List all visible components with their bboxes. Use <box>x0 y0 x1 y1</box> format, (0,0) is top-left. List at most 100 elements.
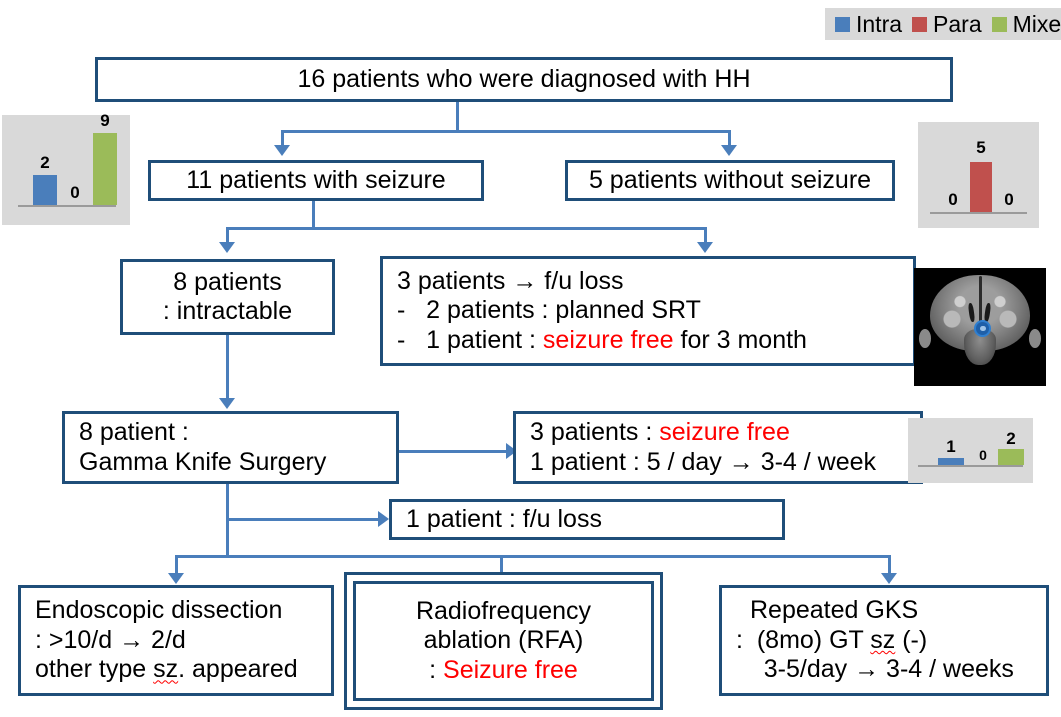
chart-with-seizure-subtypes: 2 0 9 <box>2 111 130 225</box>
box-gks-fu-loss: 1 patient : f/u loss <box>389 499 785 540</box>
chart2-bar-para <box>970 162 992 212</box>
chart2-baseline <box>930 212 1027 214</box>
chart3-bar-intra <box>938 458 964 465</box>
box-intractable: 8 patients : intractable <box>120 259 335 335</box>
box-rfa-line1: Radiofrequency <box>415 596 592 625</box>
chart-gks-outcome-subtypes: 1 0 2 <box>908 418 1033 483</box>
chart-without-seizure-subtypes: 0 5 0 <box>918 122 1039 228</box>
box-endoscopic-line3: other type sz. appeared <box>35 655 298 685</box>
connector-seizure-stem <box>312 200 315 229</box>
chart2-plot: 0 5 0 <box>918 122 1039 228</box>
connector-seizure-left-drop <box>226 227 229 244</box>
box-without-seizure: 5 patients without seizure <box>565 160 895 201</box>
box-fu-loss-line3-highlight: seizure free <box>542 325 674 354</box>
box-endoscopic-line3-misspelled: sz <box>153 655 179 684</box>
connector-top-left-drop <box>281 130 284 147</box>
box-total-patients: 16 patients who were diagnosed with HH <box>95 57 953 102</box>
box-gks-outcome-line2: 1 patient : 5 / day → 3-4 / week <box>530 447 877 476</box>
box-fu-loss-line1: 3 patients → f/u loss <box>397 266 624 295</box>
box-intractable-line1: 8 patients <box>173 267 282 296</box>
box-total-patients-text: 16 patients who were diagnosed with HH <box>297 64 751 93</box>
box-repeated-gks-line2-suffix: (-) <box>895 625 928 654</box>
coronal-mri-thumbnail <box>914 268 1046 386</box>
box-endoscopic-line3-suffix: . appeared <box>178 655 298 684</box>
box-fu-loss-line2: - 2 patients : planned SRT <box>397 296 701 325</box>
chart1-bar-intra <box>33 175 57 205</box>
connector-bottom-right-drop <box>888 555 891 575</box>
box-repeated-gks-line2-prefix: : (8mo) GT <box>736 625 871 654</box>
connector-arrow-to-repeated-gks <box>881 573 897 584</box>
chart1-value-intra: 2 <box>40 153 50 172</box>
connector-seizure-split <box>226 227 707 230</box>
mri-lesion-marker-icon <box>974 319 992 337</box>
mri-interhemispheric-fissure <box>979 276 982 326</box>
chart1-value-para: 0 <box>70 183 80 202</box>
connector-bottom-left-drop <box>175 555 178 575</box>
chart3-value-mixed: 2 <box>1006 429 1016 448</box>
box-fu-loss-line3: - 1 patient : seizure free for 3 month <box>397 326 807 356</box>
connector-arrow-to-gks-fu-loss <box>378 511 389 527</box>
mri-right-temporal-bone <box>1028 329 1041 349</box>
chart2-value-mixed: 0 <box>1004 190 1014 209</box>
connector-intractable-to-gks <box>226 334 229 402</box>
box-repeated-gks-line2-misspelled: sz <box>870 625 896 654</box>
connector-top-split <box>281 130 731 133</box>
box-repeated-gks-line1: Repeated GKS <box>750 596 919 625</box>
connector-arrow-to-without-seizure <box>721 145 737 156</box>
connector-gks-to-outcome <box>396 450 511 453</box>
box-endoscopic-line2: : >10/d → 2/d <box>35 625 186 654</box>
connector-gks-to-fu-loss <box>226 518 382 521</box>
chart3-plot: 1 0 2 <box>908 418 1033 483</box>
legend-label-intra: Intra <box>856 10 903 37</box>
chart1-bar-mixed <box>93 133 117 205</box>
chart1-plot: 2 0 9 <box>2 111 130 225</box>
box-gks-outcome: 3 patients : seizure free 1 patient : 5 … <box>513 411 923 484</box>
chart1-value-mixed: 9 <box>100 111 110 130</box>
box-rfa-line2: ablation (RFA) <box>423 626 584 655</box>
legend-item-para: Para <box>912 11 982 38</box>
legend-item-mixed: Mixed <box>991 10 1061 38</box>
box-repeated-gks-line3: 3-5/day → 3-4 / weeks <box>736 655 1014 684</box>
box-intractable-line2: : intractable <box>162 297 293 325</box>
chart3-value-intra: 1 <box>946 437 956 456</box>
connector-arrow-to-gks <box>219 398 235 409</box>
box-repeated-gks: Repeated GKS : (8mo) GT sz (-) 3-5/day →… <box>719 585 1049 696</box>
box-rfa-line3: : Seizure free <box>429 656 578 686</box>
box-endoscopic-dissection: Endoscopic dissection : >10/d → 2/d othe… <box>18 585 334 696</box>
box-fu-loss: 3 patients → f/u loss - 2 patients : pla… <box>380 256 916 366</box>
chart3-value-para: 0 <box>979 447 987 463</box>
chart3-baseline <box>918 465 1023 467</box>
connector-arrow-to-gks-outcome <box>506 443 517 459</box>
legend-label-mixed: Mixed <box>1012 10 1061 37</box>
box-radiofrequency-ablation: Radiofrequency ablation (RFA) : Seizure … <box>353 581 654 701</box>
legend-label-para: Para <box>933 10 982 37</box>
legend-item-intra: Intra <box>835 11 902 38</box>
connector-seizure-right-drop <box>704 227 707 244</box>
chart1-baseline <box>18 205 116 207</box>
legend-swatch-mixed <box>991 16 1007 32</box>
box-gks-line2: Gamma Knife Surgery <box>79 447 327 476</box>
connector-arrow-to-fu-loss <box>697 242 713 253</box>
box-fu-loss-line3-suffix: for 3 month <box>673 325 807 354</box>
box-rfa-line3-highlight: Seizure free <box>443 655 578 684</box>
box-endoscopic-line1: Endoscopic dissection <box>35 596 283 625</box>
box-gks-outcome-line1: 3 patients : seizure free <box>530 418 790 448</box>
legend-swatch-para <box>912 16 928 32</box>
subtype-legend: Intra Para Mixed <box>825 8 1061 40</box>
chart2-value-para: 5 <box>976 138 986 157</box>
connector-arrow-to-intractable <box>219 242 235 253</box>
connector-arrow-to-with-seizure <box>274 145 290 156</box>
chart2-value-intra: 0 <box>948 190 958 209</box>
box-gks-outcome-line1-prefix: 3 patients : <box>530 418 660 446</box>
box-repeated-gks-line2: : (8mo) GT sz (-) <box>736 626 927 656</box>
box-gamma-knife-surgery: 8 patient : Gamma Knife Surgery <box>62 411 399 484</box>
box-rfa-line3-colon: : <box>429 655 444 684</box>
box-without-seizure-text: 5 patients without seizure <box>588 165 872 194</box>
box-with-seizure-text: 11 patients with seizure <box>186 165 446 194</box>
connector-top-stem <box>456 101 459 132</box>
chart3-bar-mixed <box>998 449 1024 465</box>
connector-top-right-drop <box>728 130 731 147</box>
connector-arrow-to-endoscopic <box>168 573 184 584</box>
box-gks-fu-loss-text: 1 patient : f/u loss <box>406 504 602 533</box>
box-endoscopic-line3-prefix: other type <box>35 655 154 684</box>
